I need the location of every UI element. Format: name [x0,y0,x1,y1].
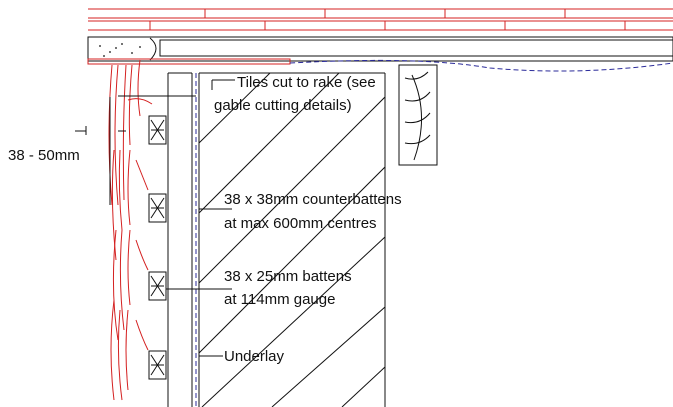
tiles-cut-label-2: gable cutting details) [214,97,352,114]
leader-lines [166,79,235,357]
top-tile-courses [88,8,673,31]
gable-wall [167,72,386,407]
counterbattens-label-1: 38 x 38mm counterbattens [224,191,402,208]
hanging-tiles [108,59,153,401]
dimension-label: 38 - 50mm [8,147,80,164]
underlay-label: Underlay [224,348,285,365]
tiles-cut-label-1: Tiles cut to rake (see [237,74,376,91]
battens-label-2: at 114mm gauge [224,291,335,308]
underlay-top-line [289,59,673,72]
timber-section [398,64,438,166]
wall-hatching [198,72,386,407]
dimension-marks [75,95,196,205]
battens-label-1: 38 x 25mm battens [224,268,352,285]
undercloak-strip [87,58,291,65]
counterbattens-label-2: at max 600mm centres [224,215,377,232]
battens [148,115,167,380]
verge-board [87,36,673,62]
